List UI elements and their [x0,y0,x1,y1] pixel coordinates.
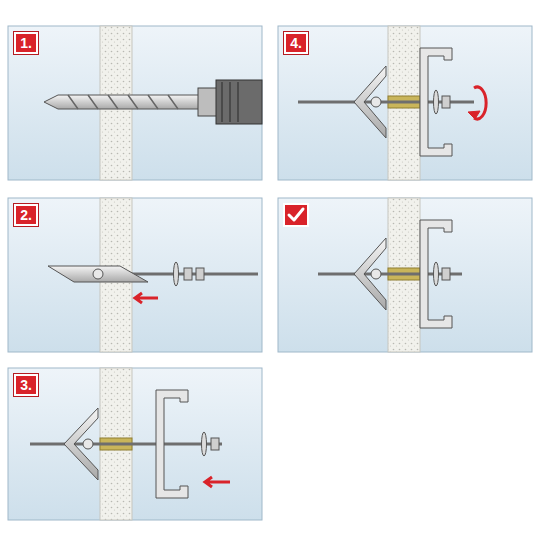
step-badge: 2. [14,204,38,226]
step-panel [8,368,262,520]
toggle-pivot [371,97,381,107]
step-badge: 1. [14,32,38,54]
step-number: 3. [20,378,32,392]
panel-ground [8,368,262,520]
toggle-wing [354,66,386,138]
washer [434,262,439,286]
nut [211,438,219,450]
nut [196,268,204,280]
toggle-wing [354,238,386,310]
toggle-pivot [83,439,93,449]
bit-flutes [68,95,178,109]
washer [174,262,179,286]
toggle-pivot [371,269,381,279]
direction-arrow [205,477,230,487]
mounting-bracket [156,390,188,498]
toggle-wing [64,408,98,480]
washer [434,90,439,114]
washer [202,432,207,456]
panel-ground [278,198,532,352]
panel-ground [8,198,262,352]
nut [442,96,450,108]
step-number: 1. [20,36,32,50]
threaded-rod [318,273,462,276]
step-panel [278,198,532,352]
drill-body [216,80,262,124]
mounting-bracket [420,220,452,328]
drill-chuck [198,88,218,116]
mounting-bracket [420,48,452,156]
rotation-arrowhead [468,111,480,119]
drill-bit [44,95,200,109]
step-panel [8,26,262,180]
step-badge: 4. [284,32,308,54]
check-badge [284,204,308,226]
step-badge: 3. [14,374,38,396]
step-number: 2. [20,208,32,222]
direction-arrow [135,293,158,303]
step-panel [8,198,262,352]
step-panel [278,26,532,180]
toggle-pivot [93,269,103,279]
nut [184,268,192,280]
chuck-grooves [222,82,238,122]
panel-ground [278,26,532,180]
toggle-wing [48,266,148,282]
step-number: 4. [290,36,302,50]
panel-ground [8,26,262,180]
check-mark [289,209,303,220]
threaded-rod [30,443,222,446]
nut [442,268,450,280]
